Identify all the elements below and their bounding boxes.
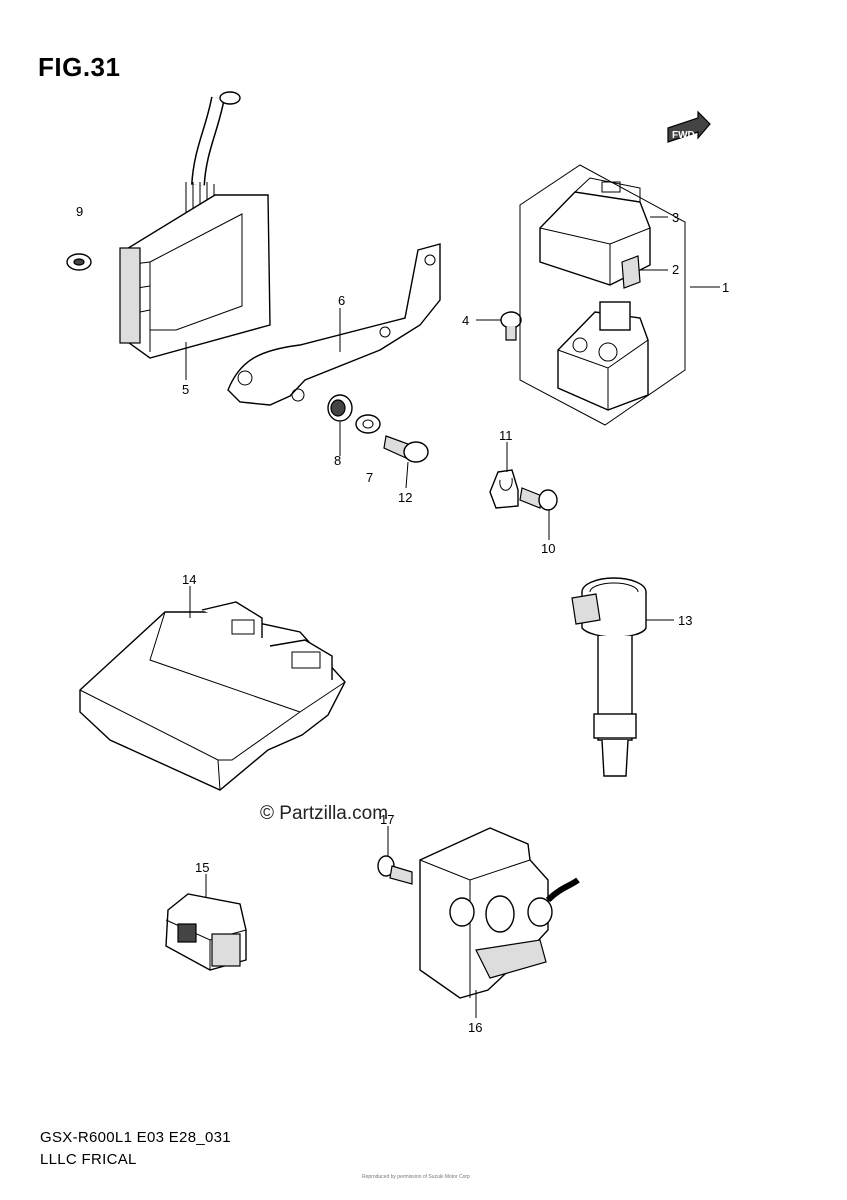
fine-print: Reproduced by permission of Suzuki Motor…	[362, 1174, 470, 1180]
part-starter-relay-assembly[interactable]	[519, 164, 686, 426]
part-nut-9[interactable]	[66, 253, 92, 271]
callout-8: 8	[334, 453, 341, 468]
callout-6: 6	[338, 293, 345, 308]
part-ecm-14[interactable]	[79, 601, 346, 791]
part-bolt-12[interactable]	[383, 435, 429, 463]
part-grommet-8[interactable]	[327, 394, 353, 422]
watermark: © Partzilla.com	[260, 803, 389, 824]
callout-4: 4	[462, 313, 469, 328]
callout-10: 10	[541, 541, 555, 556]
part-bolt-4[interactable]	[500, 311, 522, 341]
callout-13: 13	[678, 613, 692, 628]
callout-14: 14	[182, 572, 196, 587]
part-washer-7[interactable]	[355, 414, 381, 434]
callout-15: 15	[195, 860, 209, 875]
part-bracket-6[interactable]	[227, 243, 441, 406]
fwd-badge-text: FWD	[672, 130, 695, 141]
callout-11: 11	[499, 428, 513, 443]
part-regulator-rectifier[interactable]	[119, 91, 271, 359]
callout-16: 16	[468, 1020, 482, 1035]
model-code: GSX-R600L1 E03 E28_031	[40, 1129, 231, 1146]
callout-3: 3	[672, 210, 679, 225]
callout-9: 9	[76, 204, 83, 219]
part-bolt-10[interactable]	[519, 487, 558, 511]
part-bolt-17[interactable]	[377, 855, 413, 885]
part-relay-15[interactable]	[165, 893, 247, 971]
callout-2: 2	[672, 262, 679, 277]
leader-lines	[185, 216, 720, 1018]
callout-1: 1	[722, 280, 729, 295]
section-name: LLLC FRICAL	[40, 1151, 137, 1168]
part-sensor-16[interactable]	[419, 827, 580, 999]
callout-7: 7	[366, 470, 373, 485]
callout-5: 5	[182, 382, 189, 397]
part-ignition-coil-13[interactable]	[571, 577, 647, 777]
callout-12: 12	[398, 490, 412, 505]
fwd-arrow-icon: FWD	[667, 110, 711, 143]
part-clamp-11[interactable]	[489, 469, 519, 509]
callout-17: 17	[380, 812, 394, 827]
figure-title: FIG.31	[38, 52, 121, 82]
callout-labels: 1 2 3 4 5 6 7 8 9 10 11 12 13 14 15 16 1…	[76, 204, 729, 1035]
